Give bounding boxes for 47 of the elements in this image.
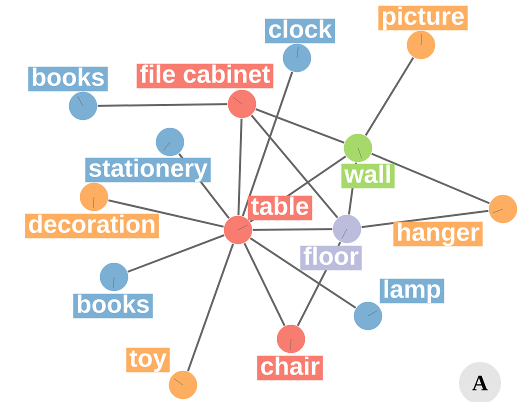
node-circle [227,89,257,119]
connector-line [128,234,225,273]
node-label: books [32,68,104,86]
connector-line [250,237,356,309]
node-label: decoration [29,214,154,233]
connector-line [187,244,234,372]
node-circle [68,91,98,121]
node-circle [282,43,312,73]
node-circle [488,194,518,224]
connector-line [237,118,243,216]
node-label: toy [126,348,170,372]
connector-line [98,103,228,107]
node-label: table [248,196,312,220]
node-label: wall [341,164,395,188]
node-circle [406,30,436,60]
node-label: floor [300,246,362,270]
connector-line [244,242,286,326]
connector-line [250,114,338,218]
connector-line [108,199,224,228]
node-circle [353,301,383,331]
node-label: file cabinet [140,64,270,83]
node-label: lamp [380,278,444,304]
node-label: floor [304,246,358,265]
node-circle [276,324,306,354]
node-circle [343,133,373,163]
node-label: clock [265,18,335,44]
node-label: clock [269,20,332,38]
node-circle [332,214,362,244]
node-circle [168,370,198,400]
node-label: wall [344,164,390,183]
node-circle [99,262,129,292]
node-circle [223,215,253,245]
panel-badge: A [459,362,501,402]
connector-line [371,152,490,204]
connector-line [255,108,345,144]
node-circle [155,127,185,157]
node-label: books [78,294,149,313]
node-label: lamp [384,280,440,303]
node-circle [79,182,109,212]
connector-line [364,57,414,136]
connector-line [242,72,294,216]
connector-line [252,228,332,231]
connector-line [362,210,488,228]
node-label: table [251,196,308,215]
node-label: chair [257,356,323,380]
node-label: hanger [393,222,483,246]
node-label: chair [261,356,320,375]
